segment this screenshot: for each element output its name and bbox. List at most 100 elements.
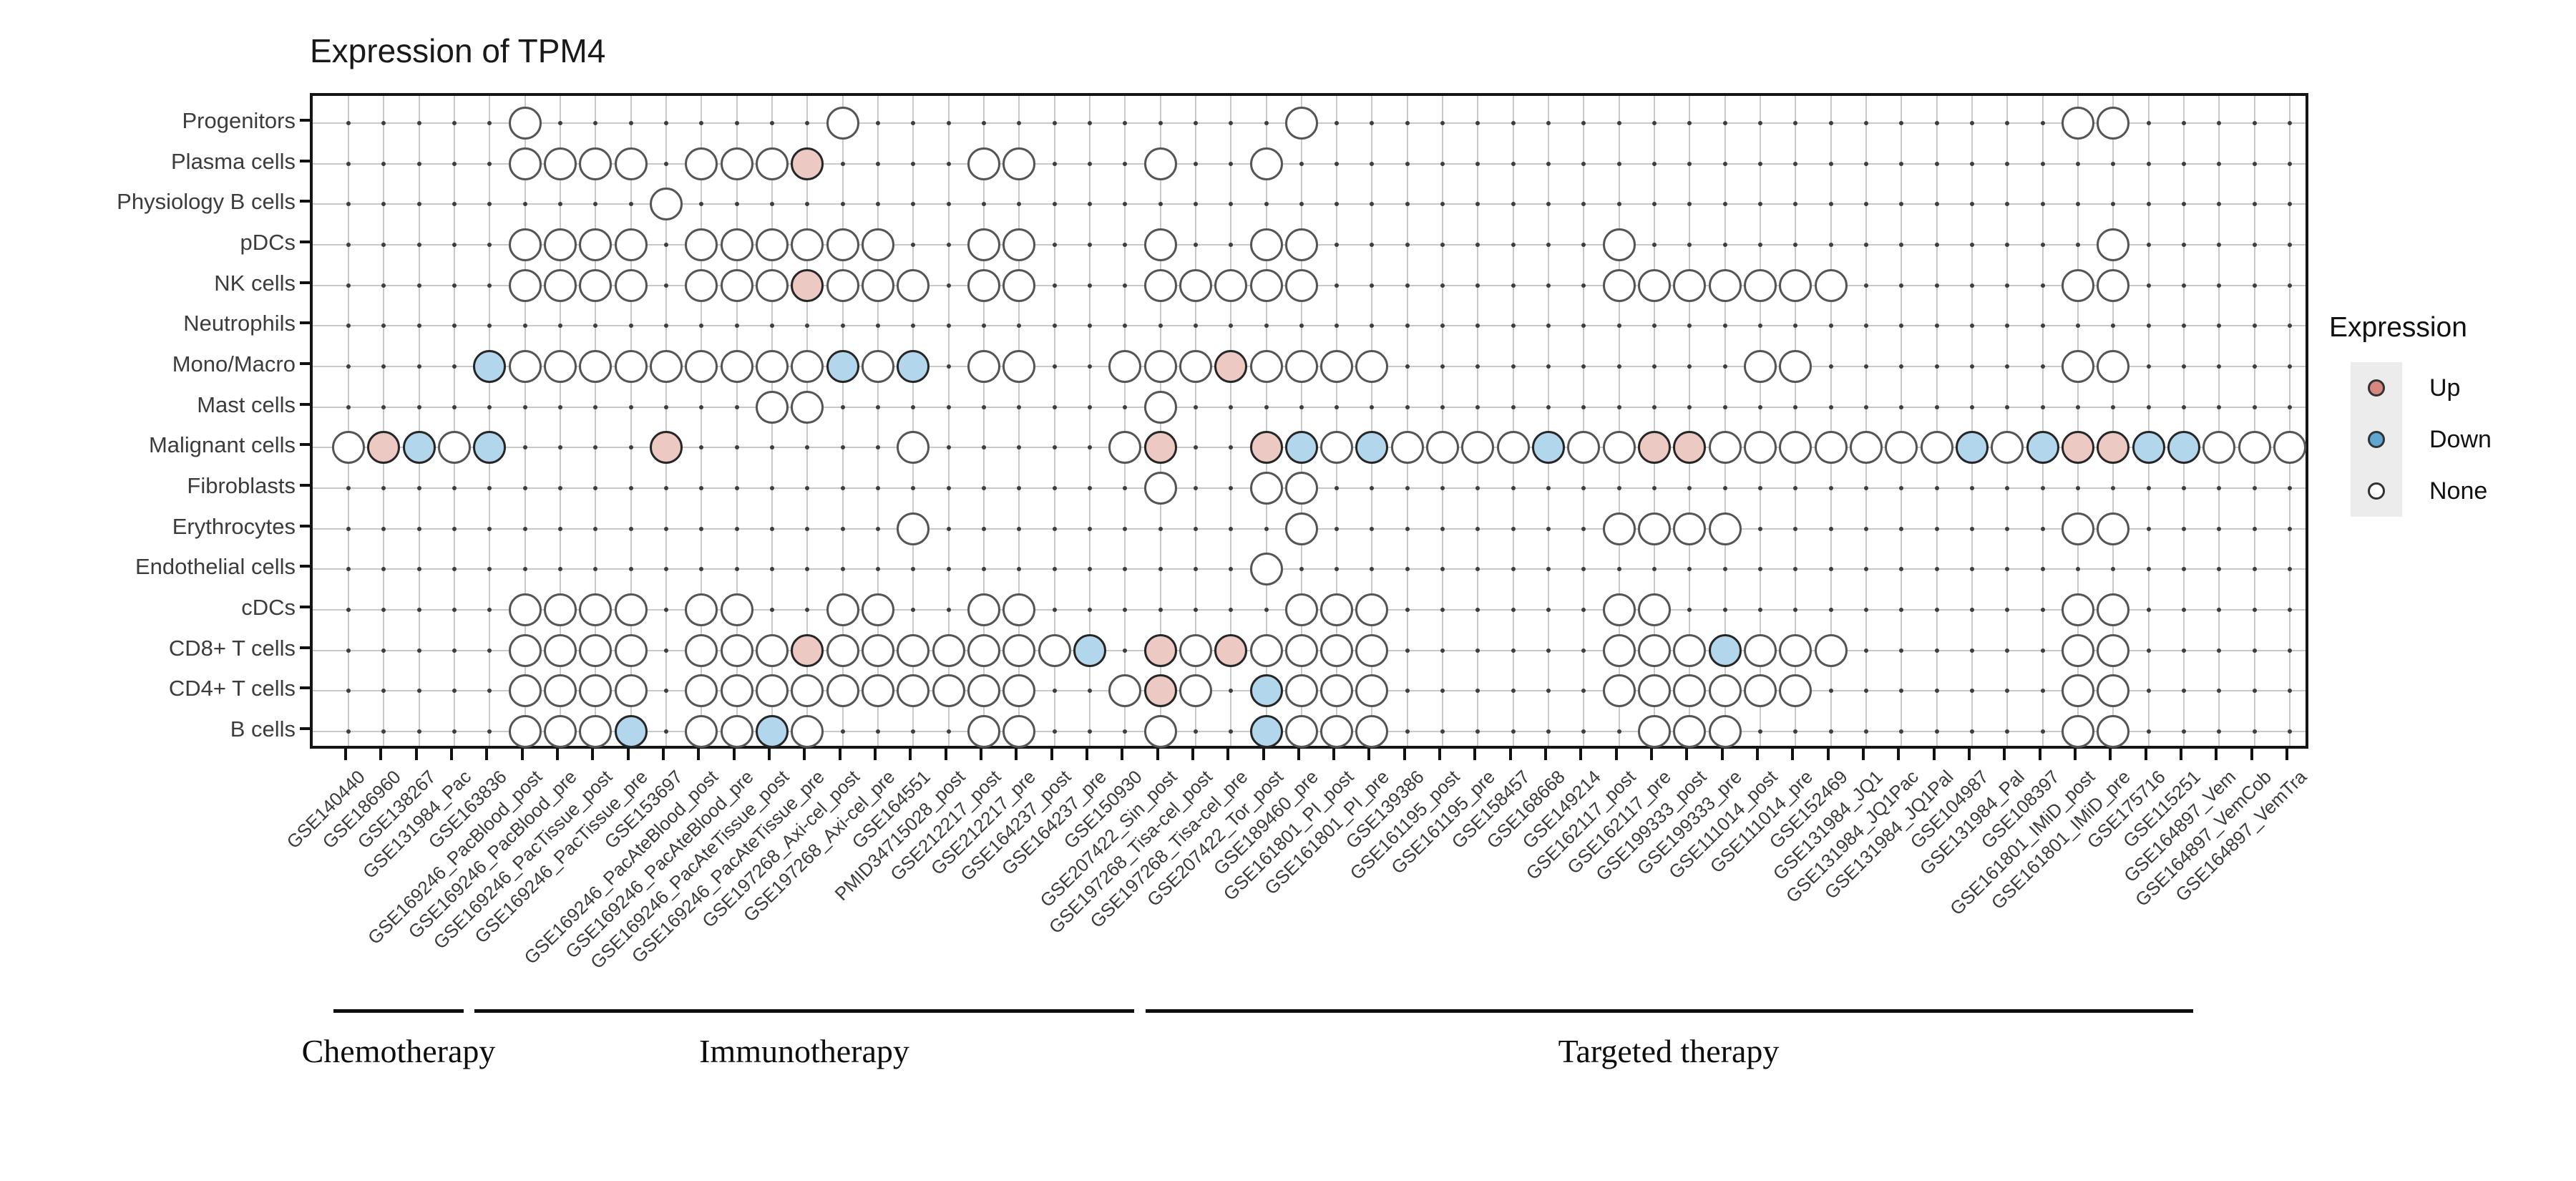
gridline-vertical [1654,96,1656,746]
grid-node-dot [522,526,527,531]
grid-node-dot [1970,121,1975,125]
grid-node-dot [1828,121,1833,125]
gridline-vertical [947,96,950,746]
grid-node-dot [911,161,916,166]
y-axis-label: B cells [230,716,296,742]
grid-node-dot [1123,202,1128,207]
grid-node-dot [1440,404,1445,409]
expression-dot-u [1143,431,1177,465]
grid-node-dot [2146,689,2151,694]
expression-dot-n [543,147,577,180]
expression-dot-n [543,715,577,749]
expression-dot-n [2202,431,2236,465]
grid-node-dot [1158,324,1163,329]
gridline-vertical [383,96,385,746]
grid-node-dot [452,567,457,572]
expression-dot-n [1779,633,1813,667]
grid-node-dot [593,526,598,531]
gridline-vertical [1053,96,1055,746]
expression-dot-n [614,147,648,180]
grid-node-dot [2040,161,2045,166]
expression-dot-n [614,350,648,384]
grid-node-dot [1581,567,1586,572]
grid-node-dot [805,202,810,207]
grid-node-dot [1123,608,1128,613]
grid-node-dot [2146,121,2151,125]
y-axis-label: Erythrocytes [172,513,296,539]
x-axis-tick [1544,749,1548,760]
grid-node-dot [1652,364,1657,369]
grid-node-dot [416,243,421,247]
grid-node-dot [1793,121,1798,125]
x-axis-tick [944,749,947,760]
grid-node-dot [1052,445,1057,450]
grid-node-dot [1405,689,1410,694]
expression-dot-n [332,431,365,465]
grid-node-dot [1722,121,1727,125]
grid-node-dot [557,526,562,531]
grid-node-dot [1828,364,1833,369]
grid-node-dot [487,486,492,491]
grid-node-dot [946,121,951,125]
grid-node-dot [1405,364,1410,369]
grid-node-dot [2146,283,2151,288]
grid-node-dot [2040,243,2045,247]
grid-node-dot [1793,567,1798,572]
expression-dot-n [826,107,859,140]
grid-node-dot [946,608,951,613]
grid-node-dot [628,202,633,207]
grid-node-dot [628,121,633,125]
x-axis-tick [2074,749,2077,760]
gridline-vertical [1300,96,1302,746]
expression-dot-n [1143,350,1177,384]
expression-dot-d [1249,715,1283,749]
grid-node-dot [2217,121,2222,125]
grid-node-dot [2182,243,2186,247]
grid-node-dot [593,486,598,491]
grid-node-dot [1087,121,1092,125]
y-axis-label: Progenitors [182,108,296,133]
expression-dot-n [1567,431,1601,465]
grid-node-dot [699,202,704,207]
grid-node-dot [381,324,386,329]
grid-node-dot [1722,243,1727,247]
grid-node-dot [1511,729,1516,734]
grid-node-dot [1158,526,1163,531]
grid-node-dot [1970,283,1975,288]
x-axis-tick [979,749,982,760]
grid-node-dot [2217,404,2222,409]
grid-node-dot [663,121,668,125]
grid-node-dot [1970,526,1975,531]
x-axis-tick [697,749,701,760]
x-axis-tick [1332,749,1336,760]
expression-dot-n [826,674,859,708]
gridline-vertical [2183,96,2185,746]
grid-node-dot [593,404,598,409]
grid-node-dot [1052,202,1057,207]
grid-node-dot [1123,121,1128,125]
grid-node-dot [769,608,774,613]
expression-dot-n [1850,431,1883,465]
grid-node-dot [381,161,386,166]
expression-dot-u [1143,674,1177,708]
expression-dot-n [2097,350,2130,384]
grid-node-dot [1299,567,1304,572]
grid-node-dot [452,283,457,288]
expression-dot-n [1284,350,1318,384]
grid-node-dot [946,161,951,166]
grid-node-dot [1087,486,1092,491]
grid-node-dot [663,526,668,531]
grid-node-dot [1722,202,1727,207]
grid-node-dot [1229,121,1234,125]
grid-node-dot [1370,567,1375,572]
expression-dot-n [967,147,1000,180]
grid-node-dot [1581,404,1586,409]
grid-node-dot [734,445,739,450]
grid-node-dot [1546,526,1551,531]
expression-dot-u [791,633,824,667]
gridline-vertical [2218,96,2220,746]
expression-dot-n [861,228,894,261]
gridline-vertical [1795,96,1797,746]
expression-dot-d [1708,633,1742,667]
grid-node-dot [2182,526,2186,531]
